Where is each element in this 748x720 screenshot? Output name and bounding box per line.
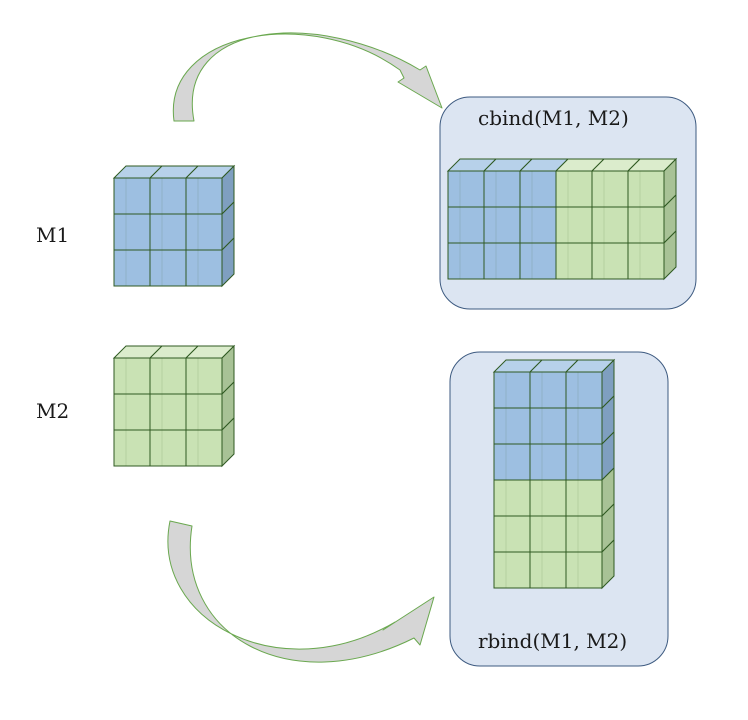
rbind-cell <box>493 407 531 445</box>
matrix-rbind-cubes <box>492 358 616 590</box>
rbind-cell <box>565 407 603 445</box>
cbind-cell <box>519 206 557 244</box>
cbind-cell <box>519 170 557 208</box>
rbind-cell <box>493 551 531 589</box>
cbind-cell <box>555 242 593 280</box>
label-rbind: rbind(M1, M2) <box>478 629 627 653</box>
m1-cell <box>149 213 187 251</box>
m1-cell <box>113 177 151 215</box>
label-m1: M1 <box>36 223 69 247</box>
cbind-cell <box>519 242 557 280</box>
m2-cell <box>113 357 151 395</box>
cbind-cell <box>591 206 629 244</box>
rbind-cell <box>493 515 531 553</box>
m1-cell <box>149 177 187 215</box>
m2-cell <box>113 393 151 431</box>
rbind-cell <box>529 515 567 553</box>
m2-cell <box>185 393 223 431</box>
m1-cell <box>185 213 223 251</box>
matrix-m1-cubes <box>112 164 236 288</box>
m2-cell <box>185 429 223 467</box>
m1-cell <box>149 249 187 287</box>
cbind-cell <box>447 242 485 280</box>
label-cbind: cbind(M1, M2) <box>478 106 629 130</box>
m2-cell <box>149 393 187 431</box>
rbind-arrow <box>167 520 435 663</box>
cbind-cell <box>591 170 629 208</box>
rbind-cell <box>565 515 603 553</box>
m1-cell <box>185 249 223 287</box>
rbind-cell <box>565 443 603 481</box>
m2-cell <box>113 429 151 467</box>
m2-cell <box>149 357 187 395</box>
m1-cell <box>185 177 223 215</box>
rbind-cell <box>565 371 603 409</box>
rbind-cell <box>529 551 567 589</box>
cbind-cell <box>591 242 629 280</box>
cbind-cell <box>555 170 593 208</box>
cbind-cell <box>483 242 521 280</box>
cbind-cell <box>627 170 665 208</box>
m1-cell <box>113 249 151 287</box>
rbind-cell <box>529 371 567 409</box>
cbind-cell <box>447 206 485 244</box>
label-m2: M2 <box>36 399 69 423</box>
cbind-arrow <box>172 32 443 122</box>
cbind-cell <box>447 170 485 208</box>
rbind-cell <box>529 479 567 517</box>
cbind-cell <box>627 206 665 244</box>
rbind-cell <box>529 407 567 445</box>
rbind-cell <box>493 479 531 517</box>
rbind-cell <box>493 443 531 481</box>
matrix-cbind-cubes <box>446 157 678 281</box>
rbind-cell <box>493 371 531 409</box>
rbind-cell <box>565 551 603 589</box>
rbind-cell <box>529 443 567 481</box>
cbind-cell <box>483 206 521 244</box>
rbind-cell <box>565 479 603 517</box>
matrix-m2-cubes <box>112 344 236 468</box>
m2-cell <box>149 429 187 467</box>
m2-cell <box>185 357 223 395</box>
cbind-cell <box>483 170 521 208</box>
cbind-cell <box>627 242 665 280</box>
cbind-cell <box>555 206 593 244</box>
m1-cell <box>113 213 151 251</box>
